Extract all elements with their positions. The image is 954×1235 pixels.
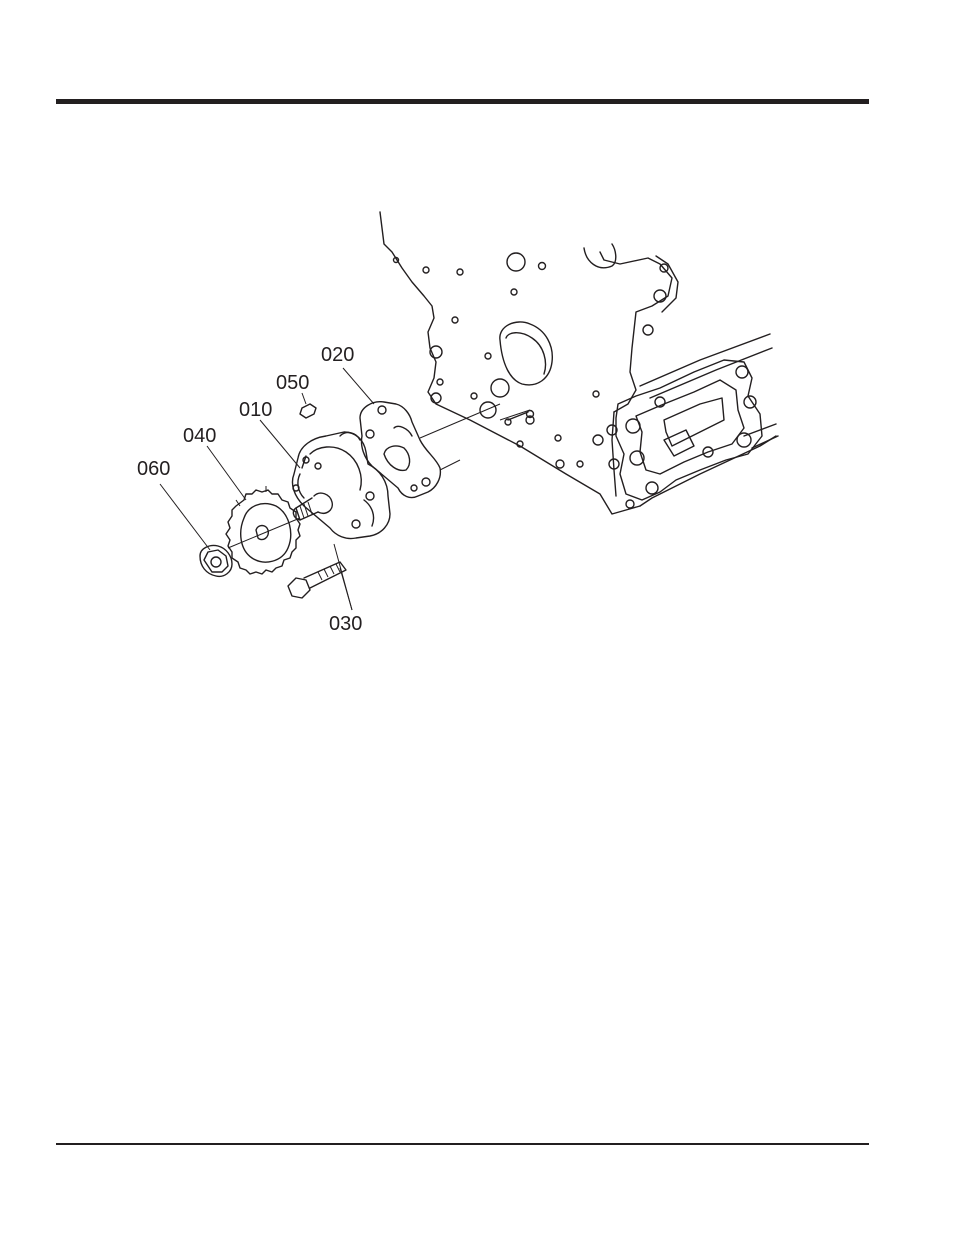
callout-030: 030 bbox=[329, 613, 362, 635]
callout-020: 020 bbox=[321, 344, 354, 366]
oil-pump-illustration bbox=[292, 432, 390, 539]
callout-040: 040 bbox=[183, 425, 216, 447]
gasket-illustration bbox=[360, 402, 440, 498]
gear-illustration bbox=[226, 486, 300, 574]
callout-060: 060 bbox=[137, 458, 170, 480]
key-illustration bbox=[300, 404, 316, 418]
callout-010: 010 bbox=[239, 399, 272, 421]
nut-illustration bbox=[200, 545, 232, 576]
bolt-illustration bbox=[288, 562, 346, 598]
assembly-axis-lines bbox=[228, 404, 530, 548]
callout-050: 050 bbox=[276, 372, 309, 394]
